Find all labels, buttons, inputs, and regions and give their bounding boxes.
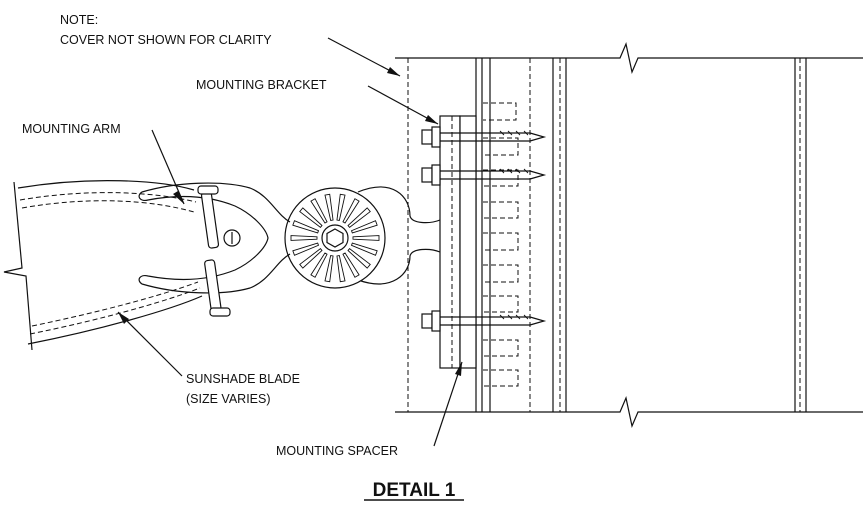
hub-slot: [299, 207, 323, 228]
hub-slot: [292, 220, 320, 234]
mounting-arm-label: MOUNTING ARM: [22, 122, 121, 136]
hub-slot: [310, 252, 328, 278]
hub-slot: [342, 198, 360, 224]
pivot-hub: [284, 187, 386, 289]
fastener-bottom: [421, 310, 547, 332]
hub-slot: [324, 255, 334, 283]
hub-slot: [290, 235, 318, 241]
note-label: NOTE:: [60, 13, 98, 27]
hub-slot: [342, 252, 360, 278]
hub-slot: [292, 242, 320, 256]
hub-slot: [350, 220, 378, 234]
hub-slot: [324, 193, 334, 221]
bracket-arms: [357, 186, 441, 285]
sunshade-size-label: (SIZE VARIES): [186, 392, 271, 406]
hub-slot: [347, 207, 371, 228]
hub-slot: [336, 193, 346, 221]
fastener-middle: [421, 164, 547, 186]
sunshade-blade-label: SUNSHADE BLADE: [186, 372, 300, 386]
hub-slot: [310, 198, 328, 224]
hub-slot: [299, 248, 323, 269]
sunshade-blade: [3, 180, 203, 351]
mounting-bracket-assembly: [439, 115, 477, 369]
hub-slot: [347, 248, 371, 269]
mounting-bracket-label: MOUNTING BRACKET: [196, 78, 327, 92]
fastener-top: [421, 126, 547, 148]
leaders: [117, 37, 463, 447]
hub-slot: [350, 242, 378, 256]
mullion-section: [395, 42, 863, 428]
mounting-arm: [138, 182, 291, 317]
mounting-spacer-label: MOUNTING SPACER: [276, 444, 398, 458]
hub-slot: [336, 255, 346, 283]
hub-slot: [352, 235, 380, 241]
note-text: COVER NOT SHOWN FOR CLARITY: [60, 33, 272, 47]
detail-title: DETAIL 1: [373, 480, 456, 501]
